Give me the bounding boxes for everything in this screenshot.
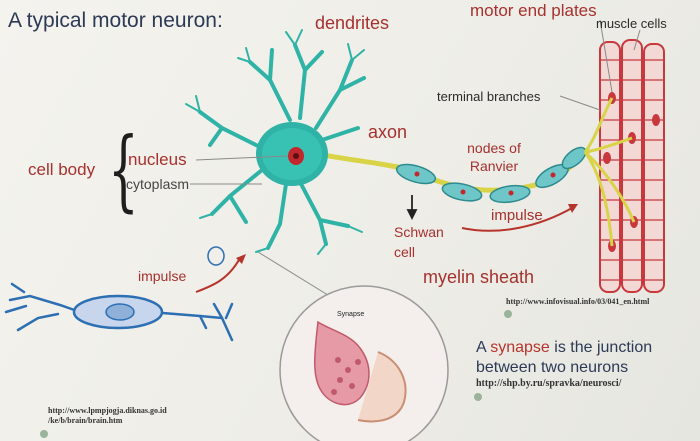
- terminal-branches-illustration: [583, 97, 636, 247]
- label-myelin-sheath: myelin sheath: [423, 267, 535, 287]
- label-cytoplasm: cytoplasm: [126, 176, 190, 192]
- synapse-caption: A synapse is the junction between two ne…: [476, 338, 691, 379]
- diagram-title: A typical motor neuron:: [8, 9, 223, 32]
- source-url-infovisual: http://www.infovisual.info/03/041_en.htm…: [506, 297, 650, 306]
- synapse-caption-highlight: synapse: [490, 339, 550, 356]
- link-bullet-icon: [474, 393, 482, 401]
- synapse-caption-suffix: is the junction between two neurons: [476, 339, 653, 377]
- label-nodes-of-ranvier: nodes of Ranvier: [467, 140, 521, 175]
- label-cell-body: cell body: [28, 160, 96, 179]
- label-terminal-branches: terminal branches: [437, 89, 541, 104]
- second-neuron-illustration: [4, 282, 234, 342]
- impulse-arrow-left: [195, 257, 241, 293]
- label-dendrites: dendrites: [315, 13, 390, 33]
- source-url-shp: http://shp.by.ru/spravka/neurosci/: [476, 378, 622, 389]
- link-bullet-icon: [40, 430, 48, 438]
- schwan-arrow: [406, 195, 418, 221]
- label-impulse-right: impulse: [491, 207, 543, 224]
- label-nucleus: nucleus: [128, 150, 187, 169]
- cell-body-illustration: [185, 29, 366, 255]
- label-motor-end-plates: motor end plates: [470, 1, 597, 20]
- label-axon: axon: [368, 122, 408, 142]
- muscle-cells-illustration: [599, 39, 665, 293]
- label-impulse-left: impulse: [138, 268, 187, 284]
- cell-body-brace: {: [108, 118, 139, 221]
- synapse-caption-prefix: A: [476, 339, 491, 356]
- label-schwan-cell: Schwan cell: [394, 224, 444, 261]
- label-synapse-inset: Synapse: [337, 311, 365, 318]
- label-muscle-cells: muscle cells: [596, 16, 667, 31]
- link-bullet-icon: [504, 310, 512, 318]
- impulse-arrow-right: [461, 207, 573, 232]
- source-url-lpmp: http://www.lpmpjogja.diknas.go.id /ke/b/…: [48, 406, 167, 426]
- synapse-inset: [279, 285, 449, 441]
